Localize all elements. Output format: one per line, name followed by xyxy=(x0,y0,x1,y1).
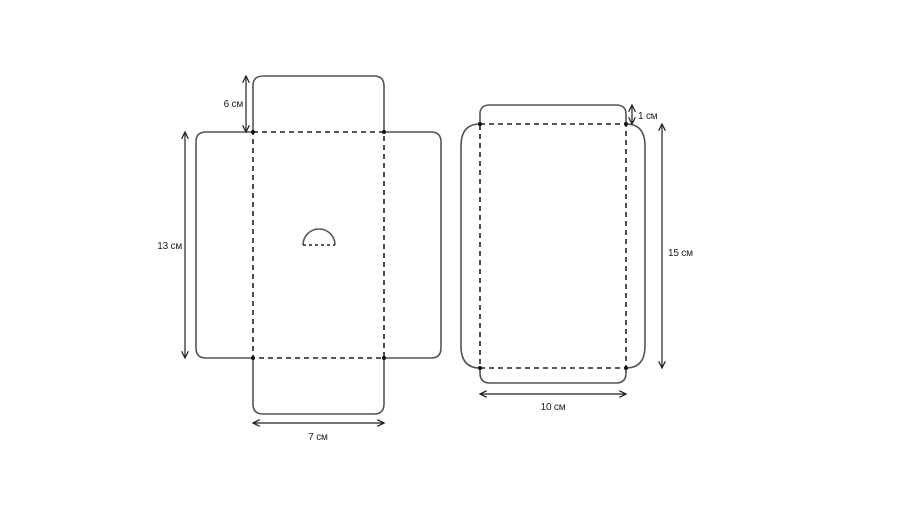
left-corner-dot xyxy=(382,130,386,134)
right-fold-lines xyxy=(479,123,627,369)
left-left-flap xyxy=(195,131,253,359)
right-top-flap xyxy=(479,104,627,124)
left-right-flap xyxy=(384,131,442,359)
right-right-flap xyxy=(625,123,646,369)
left-corner-dot xyxy=(251,130,255,134)
right-height-dimension-label: 15 см xyxy=(668,248,693,259)
right-template: 1 см 15 см 10 см xyxy=(460,104,693,413)
left-flap-dimension-label: 6 см xyxy=(224,99,244,110)
right-width-dimension-label: 10 см xyxy=(541,402,566,413)
left-fold-lines xyxy=(252,131,385,359)
right-corner-dot xyxy=(624,122,628,126)
right-corner-dot xyxy=(624,366,628,370)
left-width-dimension-label: 7 см xyxy=(308,432,328,443)
left-bottom-flap xyxy=(252,358,385,415)
right-flap-dimension-label: 1 см xyxy=(638,111,658,122)
left-corner-dot xyxy=(382,356,386,360)
left-corner-dot xyxy=(251,356,255,360)
left-template: 6 см 13 см 7 см xyxy=(157,75,442,443)
right-left-flap xyxy=(460,123,481,369)
right-bottom-flap xyxy=(479,368,627,384)
left-top-flap xyxy=(252,75,385,132)
right-corner-dot xyxy=(478,122,482,126)
right-corner-dot xyxy=(478,366,482,370)
thumb-notch xyxy=(302,228,336,246)
left-height-dimension-label: 13 см xyxy=(157,241,182,252)
